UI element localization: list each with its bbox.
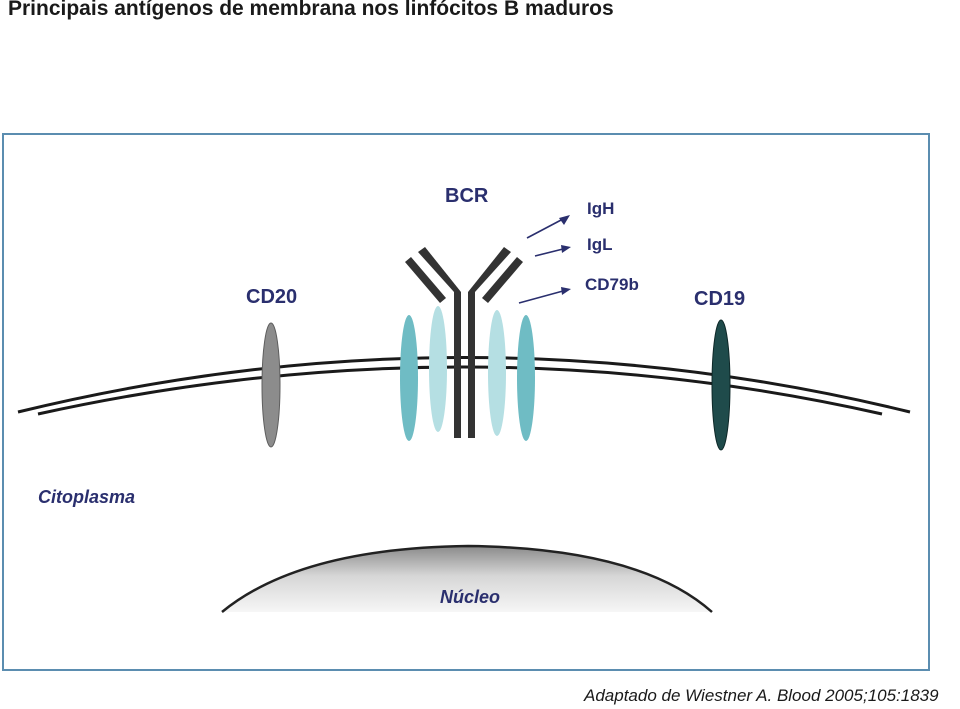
cd79b-left-molecule xyxy=(429,306,447,432)
arrow-igl xyxy=(534,248,564,257)
arrow-igh xyxy=(526,218,564,239)
source-caption: Adaptado de Wiestner A. Blood 2005;105:1… xyxy=(584,686,939,705)
page-title: Principais antígenos de membrana nos lin… xyxy=(8,0,614,20)
bcr-heavy-chain-right-stem xyxy=(468,292,475,438)
membrane-inner-line xyxy=(37,365,883,416)
cd79a-right-molecule xyxy=(517,315,535,441)
arrow-cd79b-head xyxy=(561,287,571,295)
cd79b-label: CD79b xyxy=(585,275,639,294)
diagram-frame xyxy=(2,133,930,671)
bcr-right-arm-outer xyxy=(482,257,523,303)
nucleus-label: Núcleo xyxy=(440,587,501,607)
cytoplasm-label: Citoplasma xyxy=(38,487,136,507)
bcr-antibody xyxy=(405,247,523,438)
arrow-igh-head xyxy=(559,215,570,225)
bcr-heavy-chain-left-stem xyxy=(454,292,461,438)
nucleus-shape xyxy=(222,546,712,612)
bcr-right-arm-inner xyxy=(468,247,511,292)
cd20-molecule xyxy=(261,322,281,448)
cd19-label: CD19 xyxy=(694,288,746,310)
bcr-left-arm-outer xyxy=(405,257,446,303)
igh-label: IgH xyxy=(587,199,615,218)
igl-label: IgL xyxy=(587,235,613,254)
cd79b-right-molecule xyxy=(488,310,506,436)
bcr-left-arm-inner xyxy=(418,247,461,292)
membrane-outer-line xyxy=(17,356,911,414)
arrow-igl-head xyxy=(561,245,571,253)
nucleus-outline xyxy=(221,544,713,613)
bcr-label: BCR xyxy=(445,185,489,207)
arrow-cd79b xyxy=(518,290,564,304)
cd19-molecule xyxy=(711,319,731,451)
cd20-label: CD20 xyxy=(246,286,298,308)
cd79a-left-molecule xyxy=(400,315,418,441)
pointer-arrows xyxy=(518,215,571,304)
